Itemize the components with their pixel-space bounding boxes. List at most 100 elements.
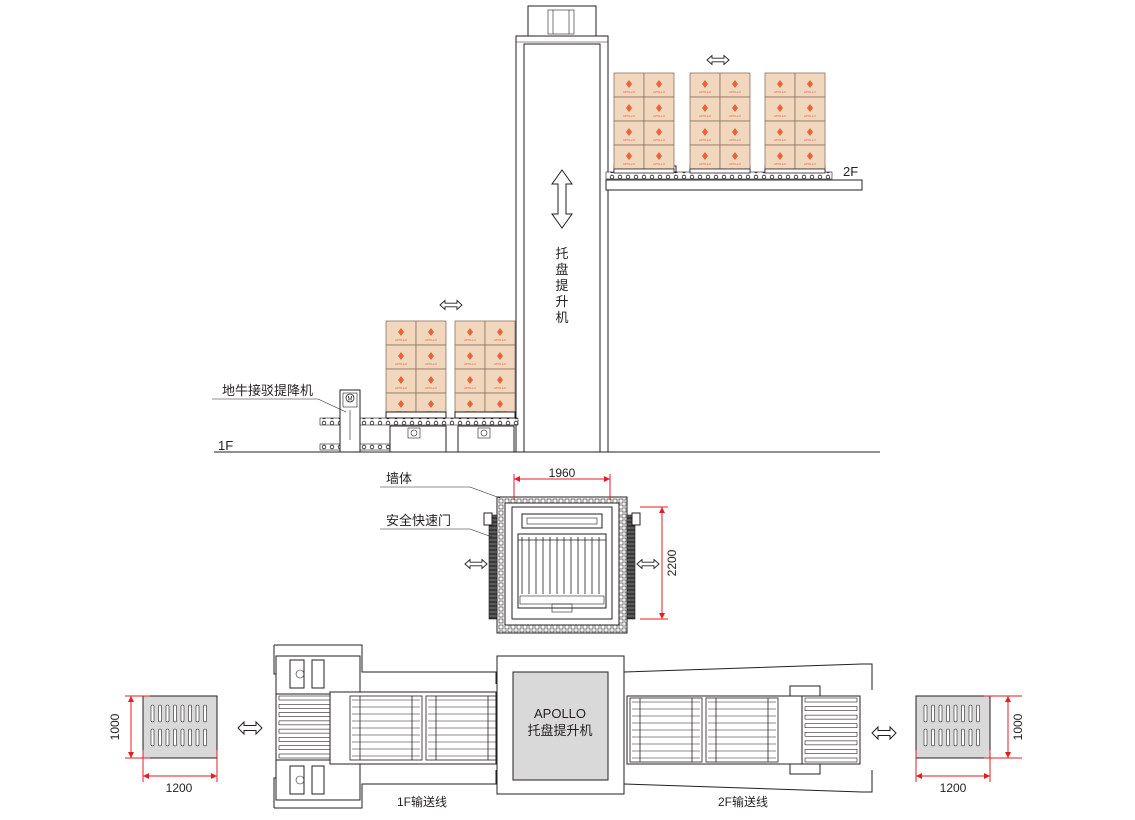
pallet-slot [195, 704, 200, 723]
pallet-load: APOLLOAPOLLOAPOLLOAPOLLOAPOLLOAPOLLOAPOL… [454, 320, 516, 422]
box-logo-icon [777, 80, 783, 88]
pallet-slot [188, 728, 192, 747]
double-arrow-horizontal-icon [464, 559, 488, 569]
box-logo-text: APOLLO [395, 362, 408, 366]
box-logo-icon [732, 128, 738, 136]
fence-right-top [623, 663, 873, 690]
box-logo-icon [428, 376, 434, 384]
lift-name: APOLLO [534, 706, 586, 721]
box-logo-icon [732, 104, 738, 112]
conveyor-1f-label: 1F输送线 [397, 794, 447, 809]
box-logo-text: APOLLO [729, 90, 742, 94]
box-logo-icon [626, 104, 632, 112]
pallet-slot [923, 704, 928, 723]
pallet-slot [931, 704, 935, 723]
floor-2f-label: 2F [843, 164, 858, 179]
box-logo-text: APOLLO [699, 138, 712, 142]
box-logo-icon [656, 104, 662, 112]
box-logo-text: APOLLO [395, 338, 408, 342]
box-logo-icon [398, 352, 404, 360]
box-logo-text: APOLLO [464, 386, 477, 390]
pallet-slot [976, 728, 980, 747]
conveyor-2f-label: 2F输送线 [718, 794, 768, 809]
double-arrow-horizontal-icon [439, 300, 463, 310]
pallet-slot [976, 704, 980, 723]
double-arrow-horizontal-icon [636, 559, 660, 569]
right-pallet-length: 1000 [1011, 713, 1025, 740]
box-logo-icon [732, 152, 738, 160]
pallet-slot [188, 704, 192, 723]
pallet-base [689, 168, 751, 174]
box-logo-text: APOLLO [464, 338, 477, 342]
pallet-slot [968, 728, 973, 747]
double-arrow-horizontal-icon [871, 726, 897, 740]
pallet-slot [931, 728, 935, 747]
pallet-slot [203, 728, 207, 747]
pallet-load: APOLLOAPOLLOAPOLLOAPOLLOAPOLLOAPOLLOAPOL… [385, 320, 447, 422]
box-logo-icon [497, 352, 503, 360]
chain-slat [278, 737, 334, 742]
pallet-slot [158, 728, 162, 747]
box-logo-icon [626, 152, 632, 160]
lift-plan-view: 1960 2200 墙体 安全快速门 [380, 466, 679, 634]
box-logo-icon [777, 128, 783, 136]
box-logo-text: APOLLO [623, 162, 636, 166]
safety-door-left [488, 514, 498, 620]
door-label: 安全快速门 [386, 513, 451, 528]
box-logo-text: APOLLO [804, 114, 817, 118]
box-logo-icon [807, 80, 813, 88]
left-pallet-length: 1000 [108, 713, 122, 740]
motor-symbol: M [348, 397, 353, 403]
fence-right-bottom [623, 770, 873, 793]
chain-slat [278, 720, 334, 726]
lift-subtitle: 托盘提升机 [527, 723, 592, 738]
conveyor-section [349, 695, 423, 761]
box-logo-icon [467, 400, 473, 408]
box-logo-icon [398, 328, 404, 336]
lift-tower [515, 5, 609, 453]
box-logo-icon [428, 328, 434, 336]
box-logo-icon [807, 104, 813, 112]
depth-dimension: 2200 [665, 549, 679, 576]
door-leader [380, 528, 493, 538]
right-pallet-width: 1200 [940, 781, 967, 795]
pallet-slot [961, 728, 965, 747]
pallet-slot [938, 728, 943, 747]
lift-vertical-char-5: 机 [555, 310, 568, 325]
left-pallet-width: 1200 [166, 781, 193, 795]
pallet-slot [968, 704, 973, 723]
pallet-base [613, 168, 675, 174]
box-logo-icon [807, 128, 813, 136]
box-logo-icon [807, 152, 813, 160]
box-logo-text: APOLLO [804, 138, 817, 142]
box-logo-text: APOLLO [425, 386, 438, 390]
box-logo-text: APOLLO [774, 90, 787, 94]
pallet-slot [946, 728, 950, 747]
pallet-slot [195, 728, 200, 747]
lift-vertical-char-4: 升 [555, 294, 568, 309]
box-logo-icon [732, 80, 738, 88]
conveyor-section [705, 697, 779, 763]
pallet-slot [150, 728, 155, 747]
pallet-slot [953, 728, 958, 747]
box-logo-icon [702, 104, 708, 112]
chain-slat [804, 706, 858, 711]
pallet-slot [203, 704, 207, 723]
box-logo-icon [702, 128, 708, 136]
pallet-slot [953, 704, 958, 723]
box-logo-icon [656, 128, 662, 136]
safety-door-right [626, 514, 636, 620]
box-logo-text: APOLLO [653, 90, 666, 94]
floor-1f-label: 1F [218, 438, 233, 453]
chain-slat [804, 723, 858, 729]
chain-slat [278, 712, 334, 717]
chain-slat [804, 731, 858, 737]
box-logo-icon [702, 152, 708, 160]
motor-icon [345, 393, 355, 403]
width-dimension: 1960 [549, 466, 576, 480]
box-logo-text: APOLLO [804, 90, 817, 94]
pallet-slot [180, 704, 185, 723]
